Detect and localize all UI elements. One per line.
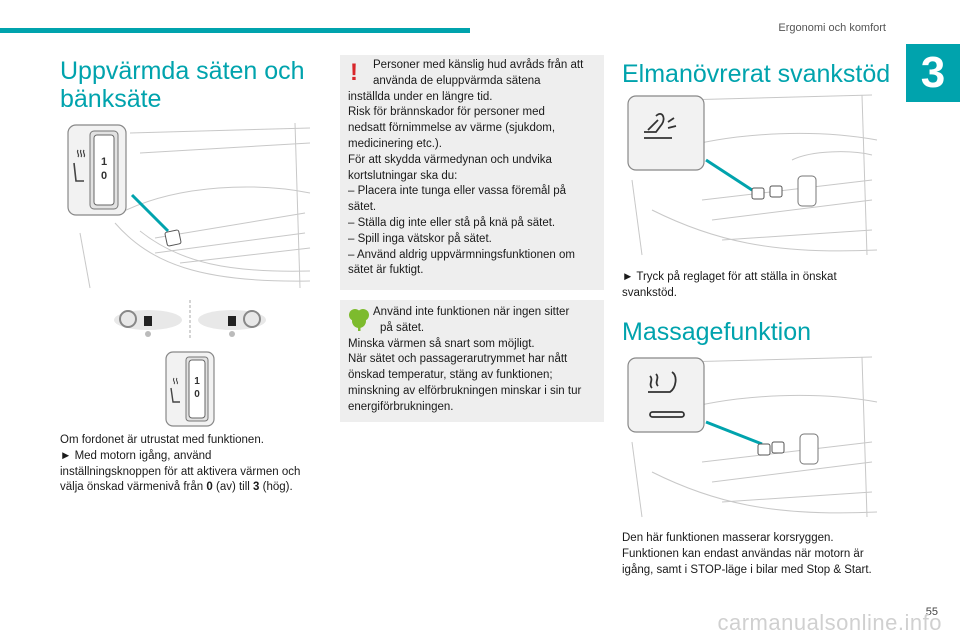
step-line-3b: (av) till xyxy=(212,481,254,494)
massage-line-2: Funktionen kan endast användas när motor… xyxy=(622,547,864,560)
eco-line: När sätet och passagerarutrymmet har nåt… xyxy=(348,353,568,366)
heated-seats-title: Uppvärmda säten och bänksäte xyxy=(60,57,305,113)
eco-leaf-icon xyxy=(349,309,369,331)
lumbar-text: ► Tryck på reglaget för att ställa in ön… xyxy=(622,270,892,302)
warning-box: ! Personer med känslig hud avråds från a… xyxy=(340,55,604,290)
step-line-3c: (hög). xyxy=(259,481,293,494)
warning-line: – Använd aldrig uppvärmningsfunktionen o… xyxy=(348,248,575,261)
level-min: 0 xyxy=(206,481,213,494)
lumbar-seat-icon xyxy=(644,113,677,139)
intro-text: Om fordonet är utrustat med funktionen. xyxy=(60,434,264,446)
massage-title: Massagefunktion xyxy=(622,318,812,346)
chapter-tab: 3 xyxy=(906,44,960,102)
eco-tip-box: Använd inte funktionen när ingen sitter … xyxy=(340,300,604,422)
massage-seat-icon xyxy=(648,371,685,418)
warning-icon: ! xyxy=(350,59,358,86)
step-line-3: välja önskad värmenivå från 0 (av) till … xyxy=(60,480,330,496)
massage-seat-illustration xyxy=(627,356,878,518)
warning-line: – Spill inga vätskor på sätet. xyxy=(348,232,492,245)
seat-position-diagram xyxy=(114,300,266,338)
heated-seats-title-line1: Uppvärmda säten och xyxy=(60,57,305,85)
warning-line: Personer med känslig hud avråds från att xyxy=(373,59,584,71)
eco-line: energiförbrukningen. xyxy=(348,400,454,413)
header-accent-bar xyxy=(0,28,470,33)
eco-line: Använd inte funktionen när ingen sitter xyxy=(373,306,570,318)
step-line-2: inställningsknoppen för att aktivera vär… xyxy=(60,465,301,478)
upper-knob-label-0: 0 xyxy=(101,170,107,182)
heated-seats-text: Om fordonet är utrustat med funktionen. … xyxy=(60,433,330,496)
page-number: 55 xyxy=(925,606,938,618)
lumbar-step-line-1: ► Tryck på reglaget för att ställa in ön… xyxy=(622,271,837,283)
warning-line: sätet. xyxy=(348,201,377,214)
seat-heat-icon xyxy=(73,149,86,182)
level-max: 3 xyxy=(253,481,260,494)
step-line-3a: välja önskad värmenivå från xyxy=(60,481,207,494)
seat-heat-icon-small xyxy=(170,377,180,403)
warning-line: kortslutningar ska du: xyxy=(348,169,458,182)
heated-seats-title-line2: bänksäte xyxy=(60,85,162,113)
step-line-1: ► Med motorn igång, använd xyxy=(60,449,212,462)
eco-line: på sätet. xyxy=(380,321,425,334)
eco-line: minskning av elförbrukningen minskar i s… xyxy=(348,384,582,397)
warning-line: inställda under en längre tid. xyxy=(348,90,493,103)
heat-knob-closeup: 1 0 xyxy=(165,351,215,427)
eco-text: Använd inte funktionen när ingen sitter … xyxy=(348,305,600,416)
warning-line: – Ställa dig inte eller stå på knä på sä… xyxy=(348,216,556,229)
lumbar-support-title: Elmanövrerat svankstöd xyxy=(622,60,891,88)
eco-line: Minska värmen så snart som möjligt. xyxy=(348,337,535,350)
warning-line: Risk för brännskador för personer med xyxy=(348,106,545,119)
upper-knob-label-1: 1 xyxy=(101,156,107,168)
warning-line: För att skydda värmedynan och undvika xyxy=(348,153,552,166)
warning-line: använda de eluppvärmda sätena xyxy=(373,74,541,87)
lower-knob-label-1: 1 xyxy=(194,376,200,387)
warning-line: nedsatt förnimmelse av värme (sjukdom, xyxy=(348,122,556,135)
lower-knob-label-0: 0 xyxy=(194,389,200,400)
watermark: carmanualsonline.info xyxy=(717,610,942,635)
lumbar-seat-illustration xyxy=(627,94,878,256)
massage-line-1: Den här funktionen masserar korsryggen. xyxy=(622,532,834,544)
heated-seat-illustration: 1 0 xyxy=(67,122,311,289)
section-title: Ergonomi och komfort xyxy=(778,22,886,34)
massage-line-3: igång, samt i STOP-läge i bilar med Stop… xyxy=(622,563,872,576)
massage-text: Den här funktionen masserar korsryggen. … xyxy=(622,531,902,578)
warning-line: medicinering etc.). xyxy=(348,137,442,150)
eco-line: önskad temperatur, stäng av funktionen; xyxy=(348,369,553,382)
warning-text: Personer med känslig hud avråds från att… xyxy=(348,58,600,279)
warning-line: – Placera inte tunga eller vassa föremål… xyxy=(348,185,566,198)
lumbar-step-line-2: svankstöd. xyxy=(622,286,677,299)
warning-line: sätet är fuktigt. xyxy=(348,264,424,277)
